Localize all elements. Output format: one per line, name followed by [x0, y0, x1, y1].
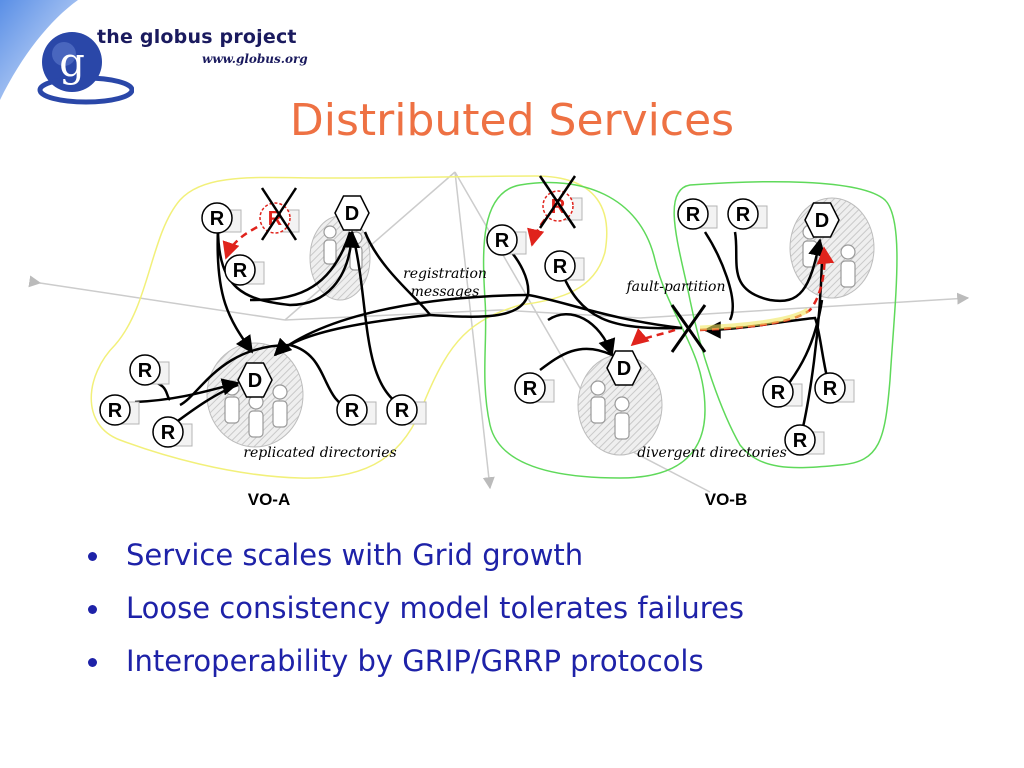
resource-node-label: R: [823, 378, 838, 400]
resource-node: R: [386, 394, 427, 426]
failed-node-marks: [260, 175, 577, 241]
globus-logo-icon: g: [34, 22, 135, 106]
resource-node-label: R: [210, 208, 225, 230]
label-vo-b: VO-B: [705, 490, 748, 509]
directory-node: D: [804, 202, 840, 238]
resource-node-label: R: [686, 204, 701, 226]
bullet-dot-icon: [88, 552, 97, 561]
vo-b-right-boundary: [673, 181, 898, 469]
resource-node-label: R: [793, 430, 808, 452]
directory-node: D: [606, 350, 642, 386]
label-divergent-directories: divergent directories: [637, 445, 787, 461]
resource-node: R: [784, 424, 825, 456]
bullet-item: Interoperability by GRIP/GRRP protocols: [88, 641, 744, 694]
directory-node: D: [237, 362, 273, 398]
resource-node-label: R: [523, 378, 538, 400]
resource-node: R: [336, 394, 377, 426]
label-registration-line2: messages: [411, 284, 480, 300]
fault-partition-x-icon: [670, 304, 707, 353]
resource-node-label: R: [108, 400, 123, 422]
label-replicated-directories: replicated directories: [243, 445, 396, 461]
resource-node-label: R: [161, 422, 176, 444]
logo-brand-text: the globus project: [97, 26, 297, 48]
directory-node-label: D: [248, 370, 262, 392]
resource-node: R: [129, 354, 170, 386]
resource-node: R: [762, 376, 803, 408]
resource-node: R: [544, 250, 585, 282]
bullet-item: Service scales with Grid growth: [88, 535, 744, 588]
resource-nodes: RRRRRRRRRRRRRRRRR: [99, 190, 855, 456]
bullet-dot-icon: [88, 605, 97, 614]
resource-node-label: R: [736, 204, 751, 226]
resource-node: R: [152, 416, 193, 448]
bullet-text: Loose consistency model tolerates failur…: [126, 591, 745, 625]
vo-b-boundary: [482, 181, 706, 479]
directory-node-label: D: [345, 203, 359, 225]
bullet-item: Loose consistency model tolerates failur…: [88, 588, 744, 641]
vo-a-boundary: [90, 175, 608, 479]
slide-title: Distributed Services: [289, 95, 735, 146]
label-fault-partition: fault-partition: [625, 279, 725, 295]
directory-nodes: D D D D: [237, 195, 840, 398]
connection-lines: [134, 227, 832, 441]
bullet-list: Service scales with Grid growth Loose co…: [88, 535, 744, 694]
resource-node-label: R: [138, 360, 153, 382]
resource-node-label: R: [771, 382, 786, 404]
label-registration-line1: registration: [403, 266, 487, 282]
logo-swoosh: [0, 0, 78, 100]
resource-node-label: R: [495, 230, 510, 252]
resource-node: R: [486, 224, 527, 256]
directory-clouds: [206, 197, 875, 456]
resource-node-label: R: [233, 260, 248, 282]
directory-node: D: [334, 195, 370, 231]
resource-node: R: [514, 372, 555, 404]
resource-node: R: [727, 198, 768, 230]
resource-node-label: R: [345, 400, 360, 422]
bullet-text: Interoperability by GRIP/GRRP protocols: [126, 644, 704, 678]
logo-url-text: www.globus.org: [202, 52, 308, 66]
bullet-text: Service scales with Grid growth: [126, 538, 584, 572]
bullet-dot-icon: [88, 658, 97, 667]
resource-node: R: [201, 202, 242, 234]
label-vo-a: VO-A: [248, 490, 291, 509]
directory-node-label: D: [815, 210, 829, 232]
failed-resource-node: R: [259, 202, 300, 234]
resource-node-label: R: [395, 400, 410, 422]
resource-node: R: [814, 372, 855, 404]
resource-node: R: [677, 198, 718, 230]
resource-node-label: R: [551, 196, 566, 218]
resource-node: R: [224, 254, 265, 286]
logo-mark: g: [59, 40, 85, 86]
resource-node: R: [99, 394, 140, 426]
directory-node-label: D: [617, 358, 631, 380]
fault-partition-highlight: [699, 307, 810, 331]
resource-node-label: R: [553, 256, 568, 278]
